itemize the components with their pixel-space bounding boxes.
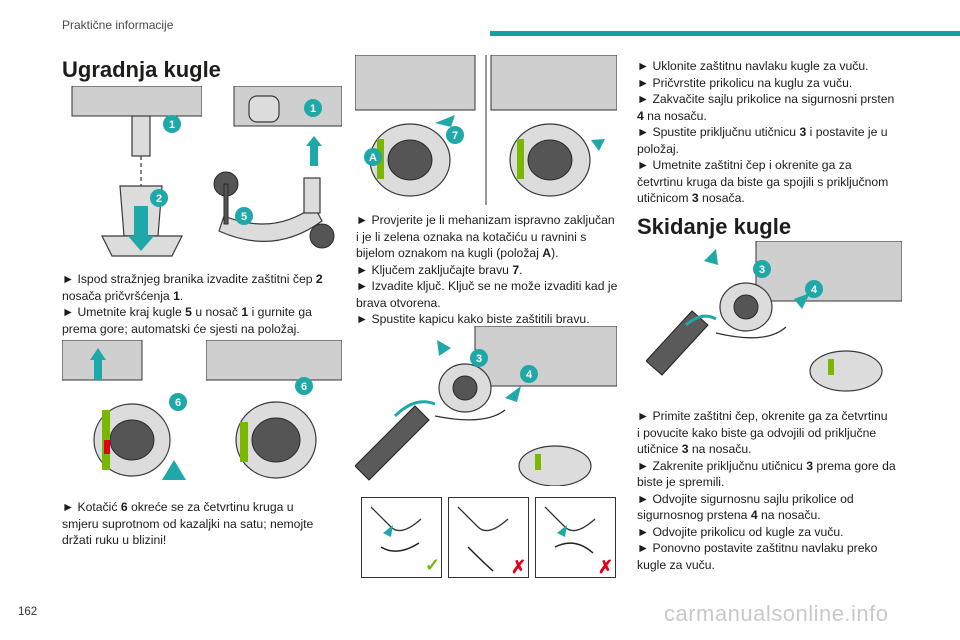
line: kugle za vuču. bbox=[637, 557, 715, 572]
line: i je li zelena oznaka na kotačiću u ravn… bbox=[356, 229, 587, 244]
cable-box-ok: ✓ bbox=[370, 506, 440, 575]
line: ► Ključem zaključajte bravu 7. bbox=[356, 262, 523, 277]
line: smjeru suprotnom od kazaljki na satu; ne… bbox=[62, 516, 314, 531]
figure-wheel-rotation-a: 6 bbox=[62, 340, 202, 486]
line: ► Zakvačite sajlu prikolice na sigurnosn… bbox=[637, 92, 895, 106]
line: ► Uklonite zaštitnu navlaku kugle za vuč… bbox=[637, 59, 869, 73]
line: utičnicom 3 nosača. bbox=[637, 191, 745, 205]
figure-socket-cable: 3 4 bbox=[355, 326, 617, 486]
callout-4-label: 4 bbox=[526, 369, 533, 381]
callout-4-label: 4 bbox=[811, 284, 818, 296]
cable-box-wrong-2: ✗ bbox=[544, 506, 613, 577]
wrong-mark: ✗ bbox=[598, 557, 613, 577]
page-number: 162 bbox=[18, 606, 38, 618]
line: ► Kotačić 6 okreće se za četvrtinu kruga… bbox=[62, 500, 294, 514]
callout-7 bbox=[446, 126, 464, 144]
callout-2 bbox=[150, 189, 168, 207]
callout-4 bbox=[520, 365, 538, 383]
line: ► Umetnite kraj kugle 5 u nosač 1 i gurn… bbox=[62, 305, 312, 319]
callout-6 bbox=[169, 393, 187, 411]
line: utičnice 3 na nosaču. bbox=[637, 442, 752, 456]
line: ► Zakrenite priključnu utičnicu 3 prema … bbox=[637, 458, 896, 473]
callout-A-label: A bbox=[369, 152, 377, 164]
line: ► Spustite kapicu kako biste zaštitili b… bbox=[356, 312, 590, 326]
cable-box-wrong-1: ✗ bbox=[457, 506, 526, 577]
line: bijelom oznakom na kugli (položaj A). bbox=[356, 246, 559, 260]
line: ► Spustite priključnu utičnicu 3 i posta… bbox=[637, 125, 888, 139]
header-rule bbox=[490, 31, 960, 36]
callout-7-label: 7 bbox=[452, 130, 458, 142]
section-header: Praktične informacije bbox=[62, 18, 174, 32]
callout-6-label: 6 bbox=[301, 381, 307, 393]
figure-cable-correct-wrong: ✓ ✗ ✗ bbox=[361, 497, 617, 579]
line: ► Provjerite je li mehanizam ispravno za… bbox=[356, 213, 615, 227]
section-title-remove: Skidanje kugle bbox=[637, 214, 792, 239]
line: brava otvorena. bbox=[356, 295, 441, 310]
line: ► Ponovno postavite zaštitnu navlaku pre… bbox=[637, 541, 878, 555]
line: ► Izvadite ključ. Ključ se ne može izvad… bbox=[356, 279, 618, 293]
figure-lock-key: A 7 bbox=[355, 55, 617, 205]
callout-1-label: 1 bbox=[169, 119, 175, 131]
text-wheel-warning: ► Kotačić 6 okreće se za četvrtinu kruga… bbox=[62, 499, 342, 549]
callout-2-label: 2 bbox=[156, 193, 162, 205]
ok-mark: ✓ bbox=[425, 555, 440, 575]
figure-ball-insert: 1 5 bbox=[204, 86, 342, 262]
line: 4 na nosaču. bbox=[637, 108, 707, 123]
callout-5 bbox=[235, 207, 253, 225]
text-install-steps-1: ► Ispod stražnjeg branika izvadite zašti… bbox=[62, 271, 342, 337]
callout-6 bbox=[295, 377, 313, 395]
watermark: carmanualsonline.info bbox=[664, 601, 889, 626]
figure-plug-removal: 1 2 bbox=[62, 86, 202, 262]
section-title-install: Ugradnja kugle bbox=[62, 57, 221, 82]
callout-5-label: 5 bbox=[241, 211, 247, 223]
text-remove-steps: ► Primite zaštitni čep, okrenite ga za č… bbox=[637, 408, 909, 573]
line: nosača pričvršćenja 1. bbox=[62, 288, 184, 303]
line: ► Umetnite zaštitni čep i okrenite ga za bbox=[637, 158, 852, 172]
callout-3-label: 3 bbox=[476, 353, 482, 365]
callout-A bbox=[364, 148, 382, 166]
line: ► Primite zaštitni čep, okrenite ga za č… bbox=[637, 409, 888, 423]
line: biste je spremili. bbox=[637, 475, 725, 489]
line: držati ruku u blizini! bbox=[62, 533, 167, 547]
line: sigurnosnog prstena 4 na nosaču. bbox=[637, 508, 821, 522]
callout-1 bbox=[163, 115, 181, 133]
line: ► Odvojite sigurnosnu sajlu prikolice od bbox=[637, 491, 854, 506]
line: ► Pričvrstite prikolicu na kuglu za vuču… bbox=[637, 75, 853, 90]
line: četvrtinu kruga da biste ga spojili s pr… bbox=[637, 174, 889, 189]
text-lock-steps: ► Provjerite je li mehanizam ispravno za… bbox=[356, 212, 622, 328]
callout-3 bbox=[753, 260, 771, 278]
text-attach-trailer: ► Uklonite zaštitnu navlaku kugle za vuč… bbox=[637, 58, 909, 207]
wrong-mark: ✗ bbox=[511, 557, 526, 577]
callout-3-label: 3 bbox=[759, 264, 765, 276]
line: i povucite kako biste ga odvojili od pri… bbox=[637, 425, 877, 440]
line: prema gore; automatski će sjesti na polo… bbox=[62, 321, 300, 336]
callout-1 bbox=[304, 99, 322, 117]
figure-socket-removal: 3 4 bbox=[646, 241, 902, 397]
line: položaj. bbox=[637, 141, 680, 156]
callout-1-label: 1 bbox=[310, 103, 316, 115]
line: ► Ispod stražnjeg branika izvadite zašti… bbox=[62, 272, 323, 286]
callout-3 bbox=[470, 349, 488, 367]
figure-wheel-rotation-b: 6 bbox=[206, 340, 342, 486]
callout-6-label: 6 bbox=[175, 397, 181, 409]
line: ► Odvojite prikolicu od kugle za vuču. bbox=[637, 524, 844, 539]
callout-4 bbox=[805, 280, 823, 298]
